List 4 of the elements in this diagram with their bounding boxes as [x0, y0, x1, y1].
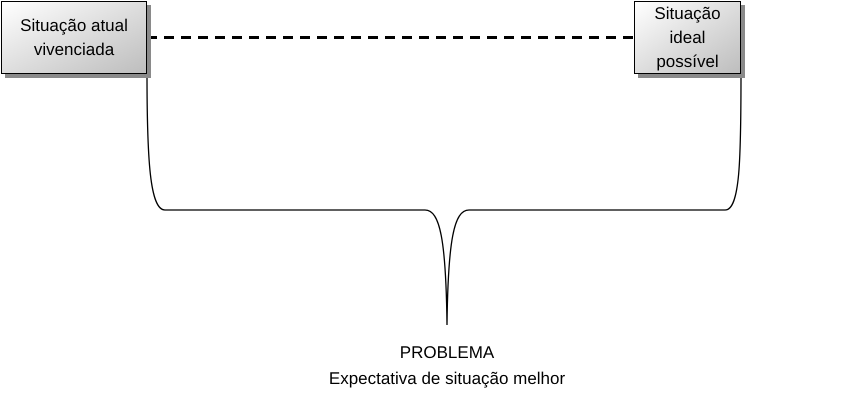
box-label: Situação ideal possível: [653, 2, 722, 72]
box-label: Situação atual vivenciada: [19, 14, 129, 60]
caption-text: PROBLEMA: [400, 342, 494, 364]
caption-text: Expectativa de situação melhor: [328, 368, 566, 390]
